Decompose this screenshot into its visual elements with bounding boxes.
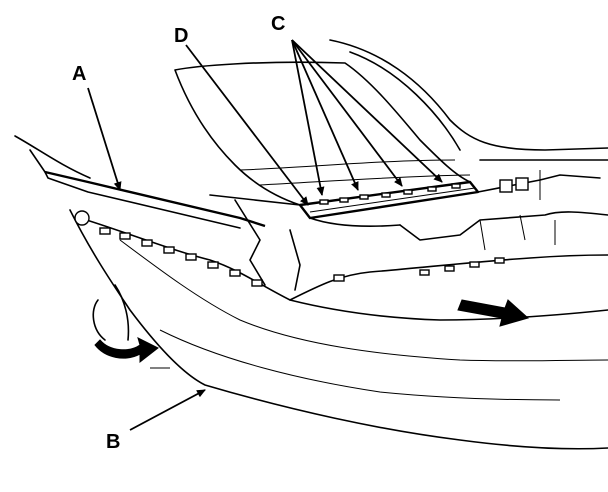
rear-window xyxy=(174,61,471,206)
leader-c-1 xyxy=(291,39,325,196)
leader-a xyxy=(87,87,122,191)
pull-rearward-arrow xyxy=(457,299,530,327)
leader-d xyxy=(185,44,309,206)
car-body xyxy=(14,39,608,200)
callout-a: A xyxy=(72,63,86,85)
bumper-upper-clips xyxy=(74,210,505,287)
callout-c: C xyxy=(271,13,285,35)
leader-lines xyxy=(87,39,443,431)
pull-outward-arrow xyxy=(94,337,170,369)
tail-light-area xyxy=(309,174,601,227)
leader-c-4 xyxy=(291,39,443,183)
leader-b xyxy=(129,389,206,431)
callout-d: D xyxy=(174,25,188,47)
side-molding-a xyxy=(44,170,266,229)
wheel-arch xyxy=(92,284,130,341)
leader-c-2 xyxy=(291,39,359,191)
leader-c-3 xyxy=(291,39,403,187)
quarter-panel xyxy=(209,194,608,291)
molding-clip-marks xyxy=(319,183,461,205)
callout-b: B xyxy=(106,431,120,453)
trunk-molding-d xyxy=(298,180,480,220)
bumper-cover-b xyxy=(69,209,608,450)
